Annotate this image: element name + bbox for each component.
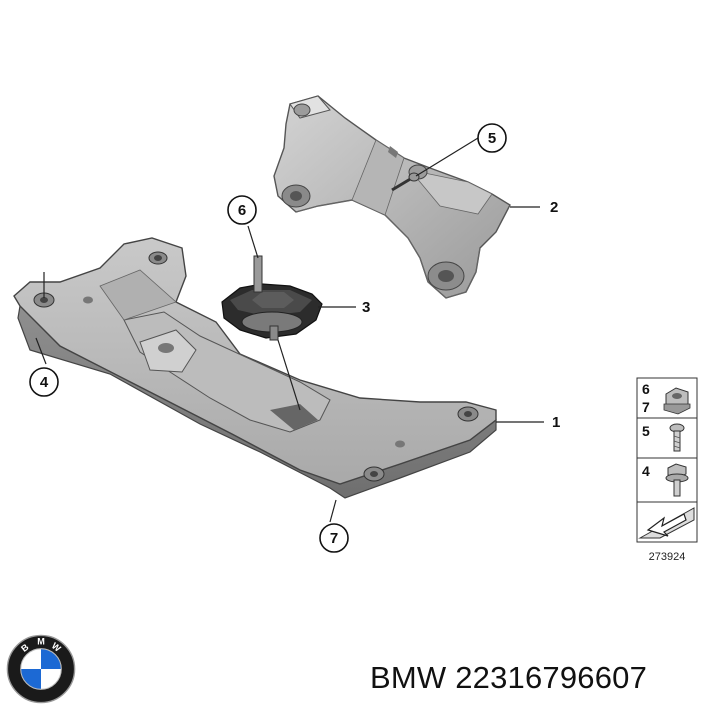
nut-icon <box>663 387 691 415</box>
flange-bolt-icon <box>665 463 689 497</box>
rubber-mount <box>221 255 323 341</box>
callout-3-label: 3 <box>362 299 370 316</box>
brand-name: BMW <box>370 660 447 695</box>
callout-5: 5 <box>477 123 507 153</box>
transmission-mount-bracket <box>273 95 511 299</box>
legend-number: 7 <box>642 399 650 415</box>
direction-arrow-icon <box>638 507 695 539</box>
part-number: 22316796607 <box>455 660 648 695</box>
legend-number: 4 <box>642 463 650 479</box>
callout-7: 7 <box>319 523 349 553</box>
legend-number: 5 <box>642 423 650 439</box>
legend-number: 6 <box>642 381 650 397</box>
transmission-crossmember <box>13 237 497 499</box>
leader-lines <box>35 137 544 523</box>
callout-6-label: 6 <box>238 202 246 219</box>
bolt-icon <box>669 423 685 452</box>
bmw-roundel-icon: B M W <box>6 634 76 704</box>
callout-7-label: 7 <box>330 530 338 547</box>
callout-4-label: 4 <box>40 374 49 391</box>
svg-text:B: B <box>19 642 31 654</box>
callout-6: 6 <box>227 195 257 225</box>
hardware-legend: 6 7 5 4 <box>636 377 698 543</box>
callout-1-label: 1 <box>552 414 560 431</box>
callout-5-label: 5 <box>488 130 496 147</box>
svg-text:M: M <box>37 637 45 647</box>
callout-2-label: 2 <box>550 199 558 216</box>
part-number-caption: BMW 22316796607 <box>370 660 647 696</box>
drawing-number: 273924 <box>649 551 686 563</box>
callout-4: 4 <box>29 367 59 397</box>
